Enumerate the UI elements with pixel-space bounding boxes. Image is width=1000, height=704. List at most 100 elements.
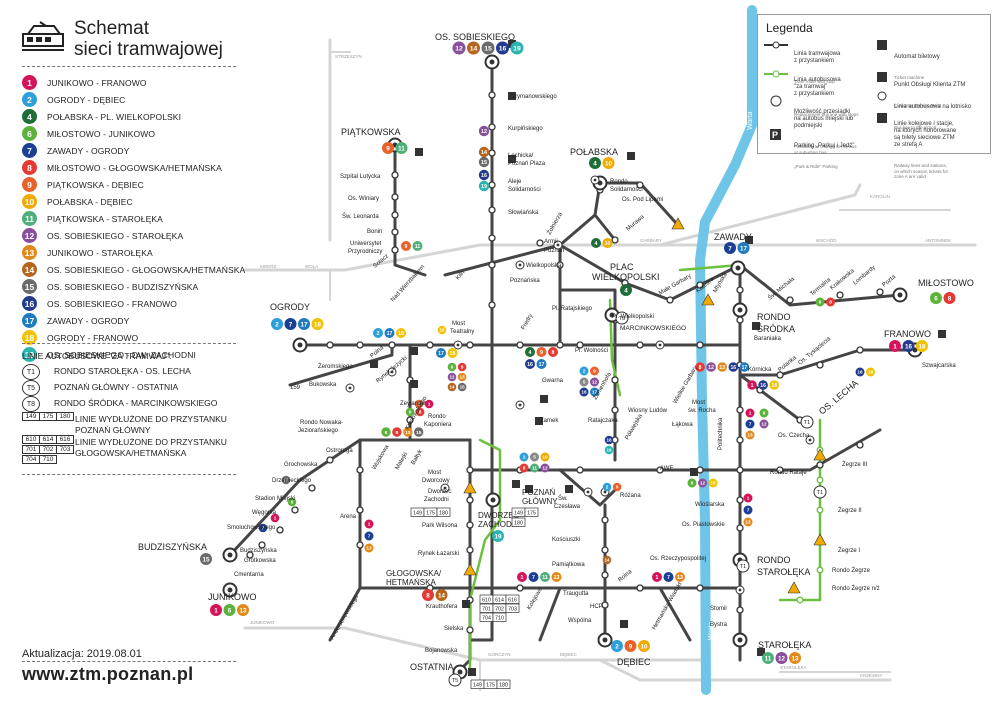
line-badge-number: 1	[274, 516, 277, 521]
bus-number: 616	[56, 435, 74, 444]
line-badge-number: 18	[439, 328, 445, 333]
terminus-dot	[490, 497, 496, 503]
line-badge-number: 13	[554, 575, 560, 581]
stop-label: Półwiejska	[625, 413, 645, 441]
stop-label: Andersenowskiego	[330, 594, 361, 641]
line-badge-number: 9	[629, 643, 633, 650]
tram-stop	[736, 286, 744, 294]
line-badge-12	[698, 478, 707, 488]
line-badge-15	[481, 41, 495, 55]
terminus-label: OSTATNIA	[410, 662, 454, 672]
stop-label: Łąkowa	[672, 422, 693, 428]
line-badge-number: 6	[451, 365, 454, 370]
line-badge-8	[826, 297, 835, 307]
stop-label: Kórnicka	[748, 367, 772, 373]
legend-tram: Linia tramwajowa z przystankiem Tram rou…	[794, 37, 840, 99]
line-badge-9	[536, 347, 547, 357]
line-badge-number: 15	[416, 430, 422, 436]
line-badge-number: 10	[640, 643, 648, 650]
stop-label: Wielkopolska	[526, 263, 562, 269]
ticket-machine-icon	[620, 620, 628, 628]
stop-label: Żegrze II	[838, 507, 862, 514]
bus-line-t5: T5	[22, 380, 40, 396]
legend-airport-pl: Linia autobusowa na lotnisko	[894, 104, 972, 110]
tram-stop	[246, 551, 254, 559]
tram-stop	[356, 341, 364, 349]
extended-bus-number: 180	[514, 521, 523, 527]
terminus-label: ŚRÓDKA	[757, 323, 795, 334]
line-badge-number: 17	[438, 351, 444, 357]
terminus-dot	[602, 637, 608, 643]
line-badge-16	[478, 169, 490, 181]
line-badge-1	[270, 513, 280, 523]
extended-bus-box	[511, 517, 526, 527]
website-link[interactable]: www.ztm.poznan.pl	[22, 664, 194, 684]
line-badge-4	[591, 238, 601, 248]
line-badge-number: 1	[893, 343, 897, 350]
stop-label: Zeylanda	[400, 401, 425, 407]
line-badge-15	[414, 427, 424, 437]
terminus-label: BUDZISZYŃSKA	[138, 542, 207, 552]
line-badge-14	[447, 382, 457, 392]
stop-label: Murawa	[625, 214, 646, 233]
line-badge-number: 15	[481, 160, 487, 166]
line-badge-2	[611, 640, 623, 652]
tram-stop	[776, 466, 784, 474]
bus-stop	[816, 476, 824, 484]
bus-change-dot	[603, 490, 607, 494]
warning-icon	[813, 448, 827, 461]
stop-label: Rondo	[428, 414, 446, 420]
stop-label: Cmentarna	[234, 572, 264, 578]
tram-stop	[776, 371, 784, 379]
legend-bus-pl: Linia autobusowa "za tramwaj" z przystan…	[794, 77, 841, 97]
line-badge-number: 18	[868, 370, 874, 376]
stop-label: Sielska	[444, 626, 464, 632]
line-badge-number: 12	[778, 655, 786, 662]
tram-stop	[736, 466, 744, 474]
line-badge-number: 18	[314, 321, 322, 328]
line-badge-number: 14	[438, 592, 446, 599]
line-badge-number: 9	[418, 402, 421, 407]
replacement-bus-line	[468, 438, 502, 672]
line-badge-6	[687, 478, 697, 488]
bus-number: 702	[39, 445, 57, 454]
line-route-name: ZAWADY - OGRODY	[47, 145, 130, 156]
stop-label: Wioślarska	[695, 502, 725, 508]
line-badge-number: 6	[763, 411, 766, 417]
extended-bus-number: 704	[482, 616, 491, 622]
line-badge-number: 12	[449, 375, 455, 380]
line-badge-16	[855, 367, 865, 377]
bus-number: 180	[56, 412, 74, 421]
line-route-name: PIĄTKOWSKA - STAROŁĘKA	[47, 213, 163, 224]
line-badge-number: 16	[481, 173, 487, 179]
airport-bus-icon	[877, 91, 887, 101]
line-badge-number: 12	[700, 481, 706, 487]
line-badge: 18	[22, 330, 37, 345]
line-badge-13	[743, 517, 753, 527]
tram-stop	[488, 91, 496, 99]
tram-stop	[636, 584, 644, 592]
extended-bus-box	[524, 507, 539, 517]
terminus-label: RONDO	[757, 555, 791, 565]
stop-label: Pozta	[881, 274, 897, 289]
bus-stop	[796, 596, 804, 604]
terminus-dot	[737, 307, 743, 313]
line-badge-1	[745, 408, 755, 418]
tram-stop	[391, 171, 399, 179]
bus-line-label: RONDO ŚRÓDKA - MARCINKOWSKIEGO	[54, 398, 218, 408]
line-badge-12	[706, 362, 716, 372]
line-route-name: JUNIKOWO - FRANOWO	[47, 77, 147, 88]
line-badge-8	[392, 427, 402, 437]
line-badge-14	[478, 146, 490, 158]
stop-label: Smoluchowskiego	[227, 525, 276, 531]
line-route-name: OS. SOBIESKIEGO - FRANOWO	[47, 298, 178, 309]
line-badge-number: 9	[616, 485, 619, 490]
ticket-machine-icon	[508, 92, 516, 100]
line-badge-number: 4	[595, 241, 598, 247]
tram-logo-icon	[22, 21, 64, 51]
line-badge: 10	[22, 194, 37, 209]
extended-bus-number: 149	[473, 683, 482, 689]
tram-stop	[601, 516, 609, 524]
tram-stop	[856, 441, 864, 449]
line-badge-18	[447, 348, 458, 358]
